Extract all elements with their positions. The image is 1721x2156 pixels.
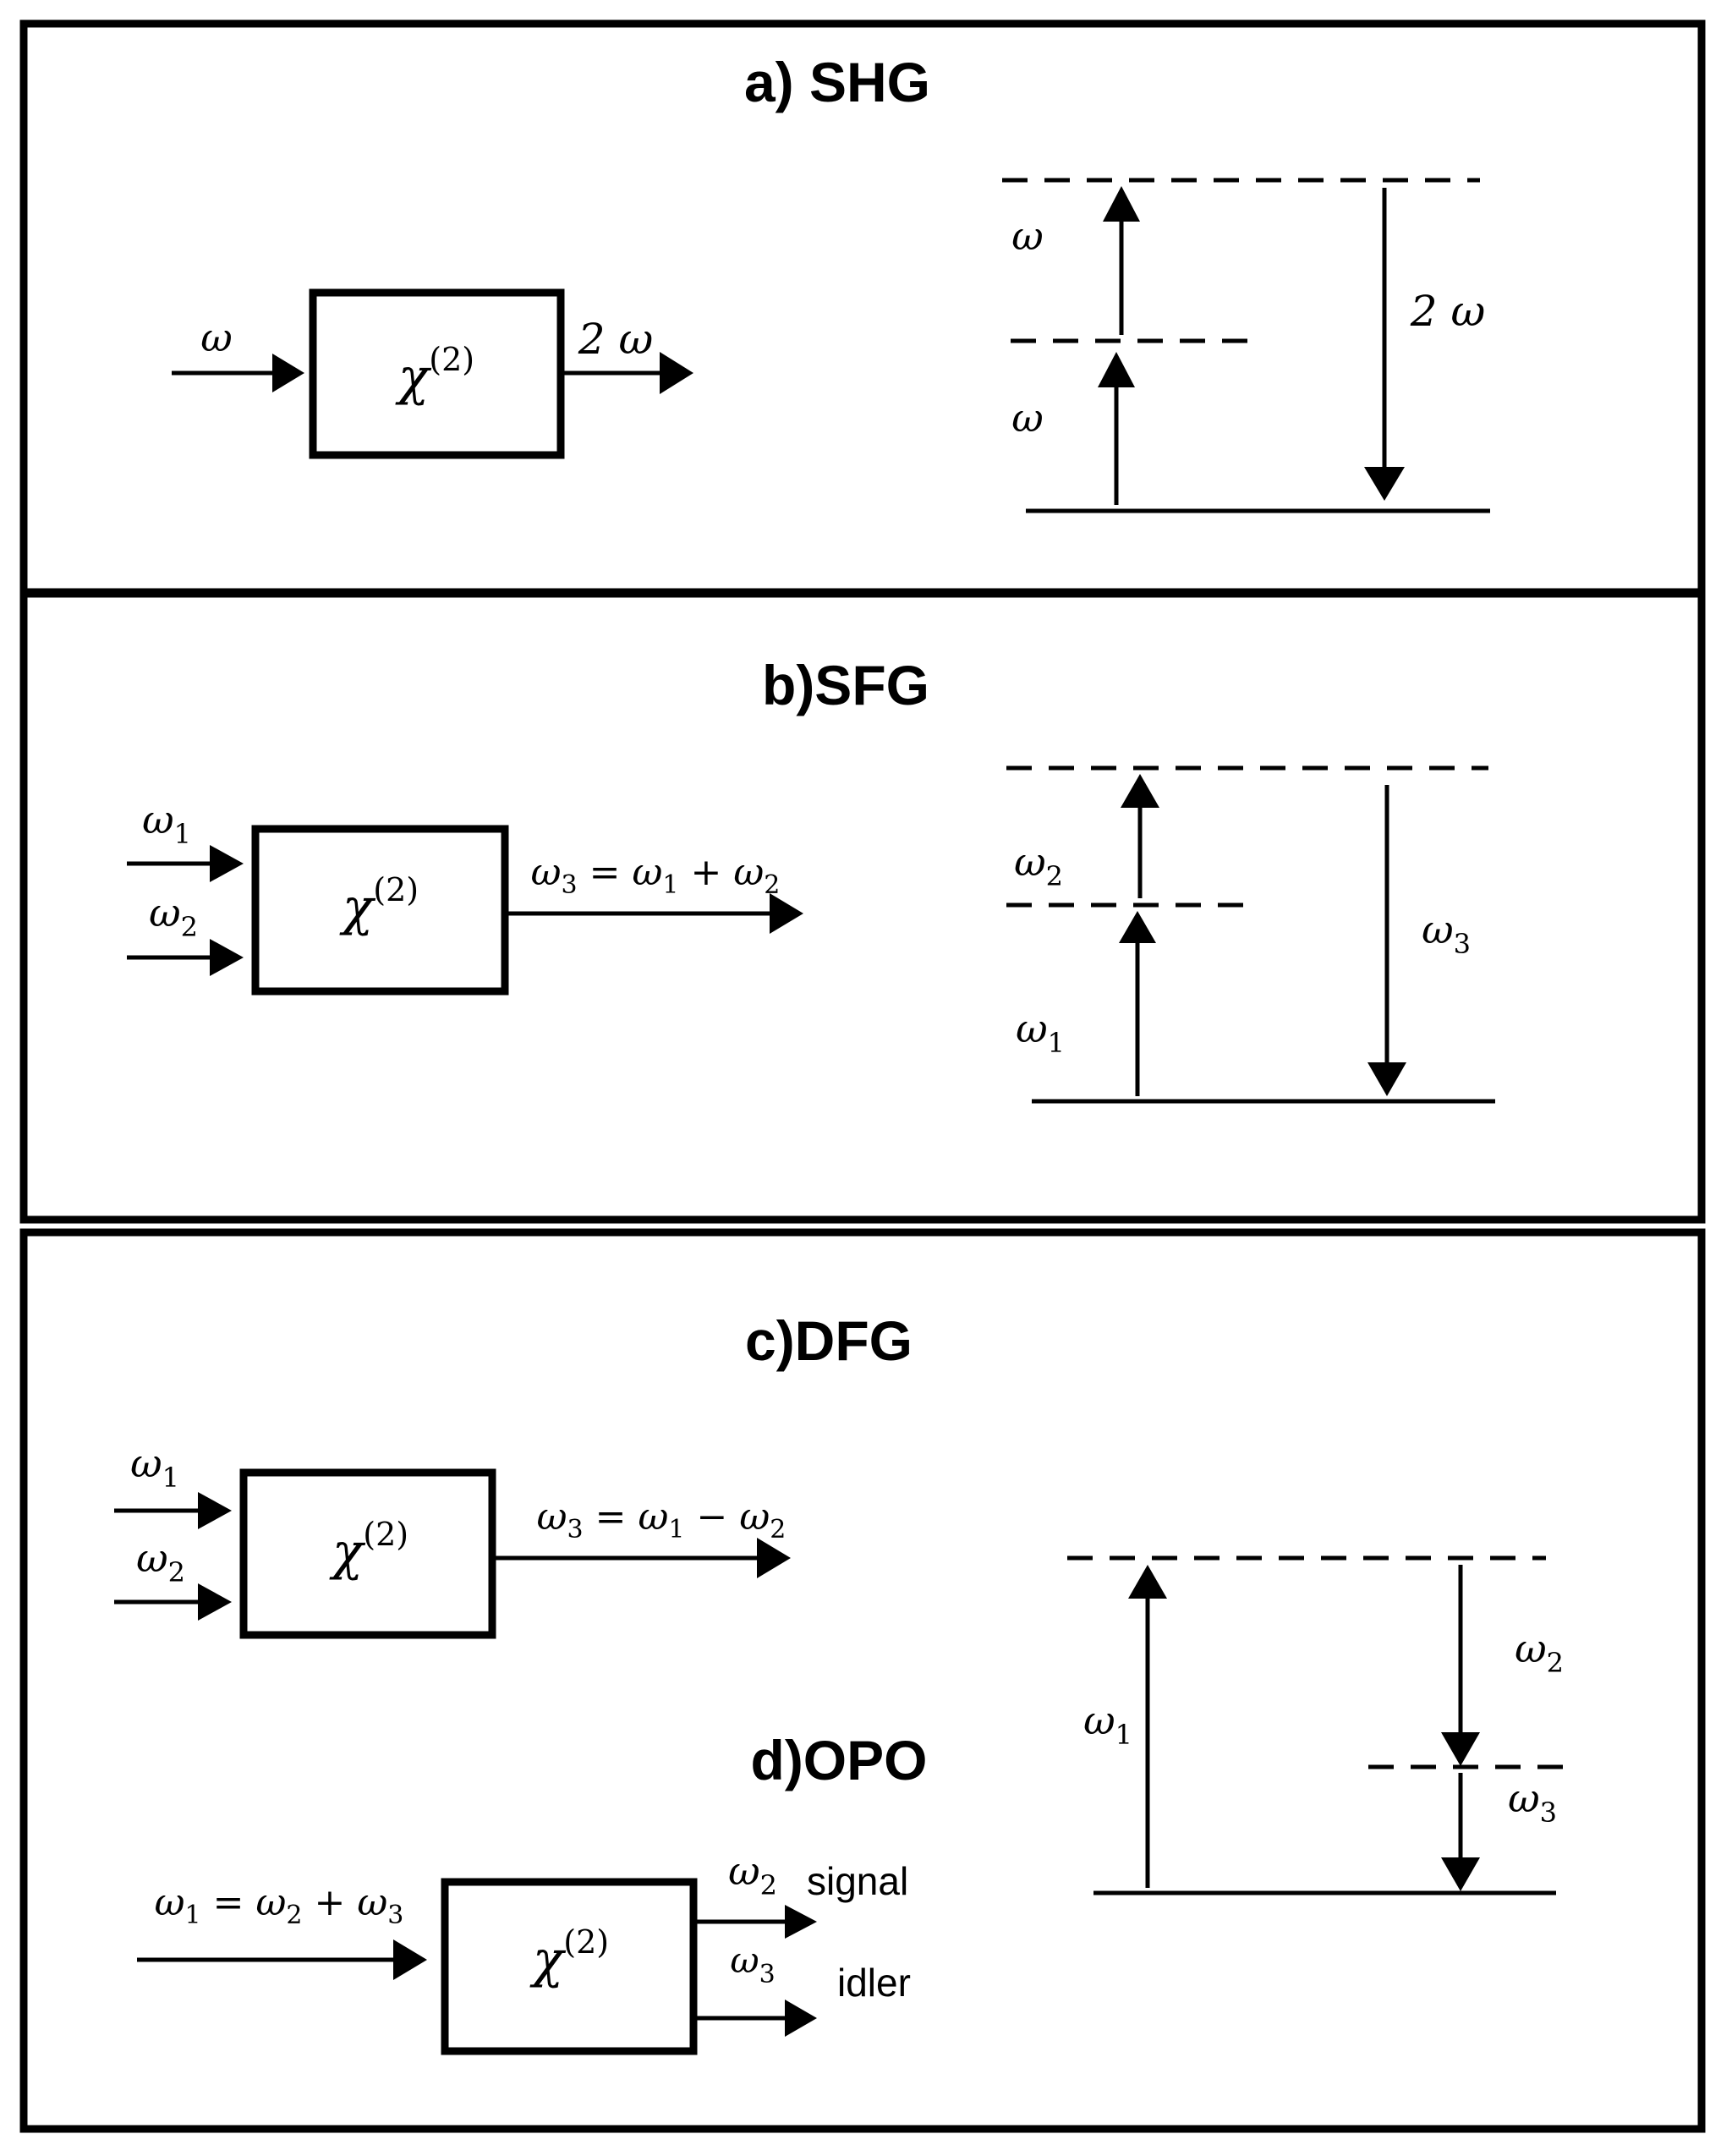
opo-idler-symbol: ω3 bbox=[730, 1939, 775, 1989]
dfg-upper-emitted-arrowhead bbox=[1441, 1732, 1480, 1766]
shg-emitted-label: 2 ω bbox=[1410, 287, 1485, 336]
opo-signal-arrowhead bbox=[785, 1905, 817, 1939]
dfg-upper-emitted-label: ω2 bbox=[1515, 1626, 1564, 1679]
dfg-output-arrowhead bbox=[757, 1538, 791, 1578]
sfg-output-equation: ω3=ω1+ω2 bbox=[531, 851, 781, 900]
shg-output-label: 2 ω bbox=[578, 315, 653, 364]
dfg-lower-emitted-arrowhead bbox=[1441, 1857, 1480, 1891]
dfg-title: c)DFG bbox=[745, 1309, 913, 1372]
dfg-block-diagram: ω1 ω2 χ(2) ω3=ω1−ω2 bbox=[114, 1440, 791, 1639]
sfg-input1-label: ω1 bbox=[142, 797, 191, 850]
sfg-block-diagram: ω1 ω2 χ(2) ω3=ω1+ω2 bbox=[127, 797, 803, 996]
dfg-chi2-label: χ(2) bbox=[329, 1516, 408, 1582]
dfg-lower-emitted-label: ω3 bbox=[1508, 1775, 1557, 1829]
sfg-emitted-label: ω3 bbox=[1422, 907, 1471, 960]
dfg-pump-arrowhead bbox=[1128, 1565, 1167, 1599]
shg-upper-photon-label: ω bbox=[1011, 213, 1044, 259]
sfg-emitted-arrowhead bbox=[1367, 1062, 1406, 1096]
sfg-input1-arrowhead bbox=[210, 845, 244, 882]
opo-input-equation: ω1=ω2+ω3 bbox=[155, 1881, 404, 1930]
shg-title: a) SHG bbox=[744, 51, 930, 113]
sfg-energy-levels: ω1 ω2 ω3 bbox=[1006, 765, 1495, 1104]
dfg-input1-label: ω1 bbox=[130, 1440, 179, 1494]
panel-shg: a) SHG ω χ(2) 2 ω ω ω 2 ω bbox=[172, 51, 1490, 513]
shg-chi2-box bbox=[309, 288, 565, 459]
shg-energy-levels: ω ω 2 ω bbox=[1002, 178, 1490, 513]
shg-input-arrowhead bbox=[272, 354, 304, 392]
dfg-input2-label: ω2 bbox=[136, 1535, 185, 1588]
shg-input-label: ω bbox=[200, 315, 233, 360]
shg-block-diagram: ω χ(2) 2 ω bbox=[172, 288, 693, 459]
opo-signal-symbol: ω2 bbox=[728, 1848, 777, 1901]
panel-b-frame bbox=[19, 590, 1706, 1224]
panel-opo: d)OPO ω1=ω2+ω3 χ(2) ω2 signal ω3 idler bbox=[137, 1729, 928, 2055]
opo-chi2-label: χ(2) bbox=[529, 1923, 609, 1989]
sfg-chi2-box bbox=[251, 825, 509, 996]
dfg-output-equation: ω3=ω1−ω2 bbox=[537, 1495, 787, 1544]
sfg-input2-arrowhead bbox=[210, 939, 244, 976]
sfg-upper-photon-arrowhead bbox=[1121, 774, 1159, 808]
shg-chi2-label: χ(2) bbox=[395, 341, 474, 407]
dfg-pump-label: ω1 bbox=[1083, 1698, 1132, 1751]
panel-cd-frame bbox=[19, 1228, 1706, 2133]
opo-input-arrowhead bbox=[393, 1939, 427, 1980]
opo-signal-label: signal bbox=[807, 1859, 908, 1903]
dfg-energy-levels: ω1 ω2 ω3 bbox=[1067, 1555, 1564, 1895]
sfg-chi2-label: χ(2) bbox=[339, 871, 419, 937]
shg-upper-photon-arrowhead bbox=[1103, 186, 1140, 222]
sfg-lower-photon-label: ω1 bbox=[1016, 1006, 1065, 1059]
shg-emitted-arrowhead bbox=[1364, 467, 1405, 501]
opo-chi2-box bbox=[441, 1878, 698, 2055]
opo-idler-arrowhead bbox=[785, 2000, 817, 2037]
opo-idler-label: idler bbox=[837, 1961, 911, 2005]
panel-dfg: c)DFG ω1 ω2 χ(2) ω3=ω1−ω2 ω1 ω2 bbox=[114, 1309, 1564, 1895]
sfg-upper-photon-label: ω2 bbox=[1014, 839, 1063, 892]
dfg-input2-arrowhead bbox=[198, 1583, 232, 1621]
panel-sfg: b)SFG ω1 ω2 χ(2) ω3=ω1+ω2 ω1 ω2 bbox=[127, 654, 1495, 1104]
sfg-lower-photon-arrowhead bbox=[1119, 911, 1156, 943]
shg-lower-photon-arrowhead bbox=[1098, 352, 1135, 387]
sfg-title: b)SFG bbox=[762, 654, 929, 716]
sfg-output-arrowhead bbox=[770, 893, 803, 934]
opo-block-diagram: ω1=ω2+ω3 χ(2) ω2 signal ω3 idler bbox=[137, 1848, 911, 2055]
dfg-input1-arrowhead bbox=[198, 1492, 232, 1529]
shg-lower-photon-label: ω bbox=[1011, 395, 1044, 441]
sfg-input2-label: ω2 bbox=[149, 890, 198, 943]
dfg-chi2-box bbox=[239, 1468, 496, 1639]
opo-title: d)OPO bbox=[751, 1729, 928, 1791]
shg-output-arrowhead bbox=[660, 352, 693, 394]
